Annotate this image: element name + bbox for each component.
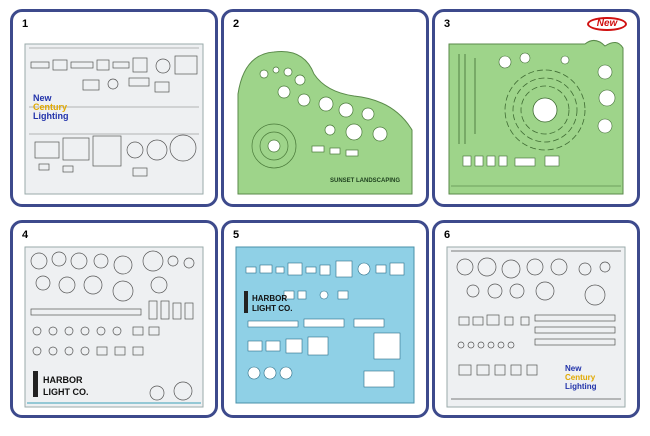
logo-line: LIGHT CO. [43,387,89,397]
card-number: 3 [444,18,451,30]
template-label: SUNSET LANDSCAPING [330,178,400,184]
logo-line: HARBOR [252,294,287,303]
card-number: 1 [22,18,29,30]
card-number: 4 [22,229,29,241]
template-image-lighting-2: New Century Lighting [446,246,626,408]
logo-line: Lighting [33,111,69,121]
template-image-landscaping-2 [448,40,624,195]
logo-line: New [33,93,53,103]
template-image-harbor-light-blue: HARBOR LIGHT CO. [235,246,415,404]
logo-line: HARBOR [43,375,83,385]
product-card-5[interactable]: 5 HARBOR LIGHT CO. [221,220,429,418]
product-card-2[interactable]: 2 SUNSET LANDSCAPING [221,9,429,207]
product-card-3[interactable]: 3 New [432,9,640,207]
template-image-harbor-light: HARBOR LIGHT CO. [24,246,204,408]
logo-line: Century [33,102,67,112]
logo-line: New [565,364,582,373]
new-badge: New [587,17,627,31]
logo-line: Century [565,373,596,382]
card-number: 2 [233,18,240,30]
card-number: 6 [444,229,451,241]
product-card-6[interactable]: 6 New Century [432,220,640,418]
template-image-lighting: New Century Lighting [24,43,204,195]
template-image-landscaping: SUNSET LANDSCAPING [237,50,413,195]
card-number: 5 [233,229,240,241]
logo-line: Lighting [565,382,597,391]
logo-line: LIGHT CO. [252,304,292,313]
product-card-1[interactable]: 1 New Century Li [10,9,218,207]
product-card-4[interactable]: 4 HARBOR LIGHT CO. [10,220,218,418]
